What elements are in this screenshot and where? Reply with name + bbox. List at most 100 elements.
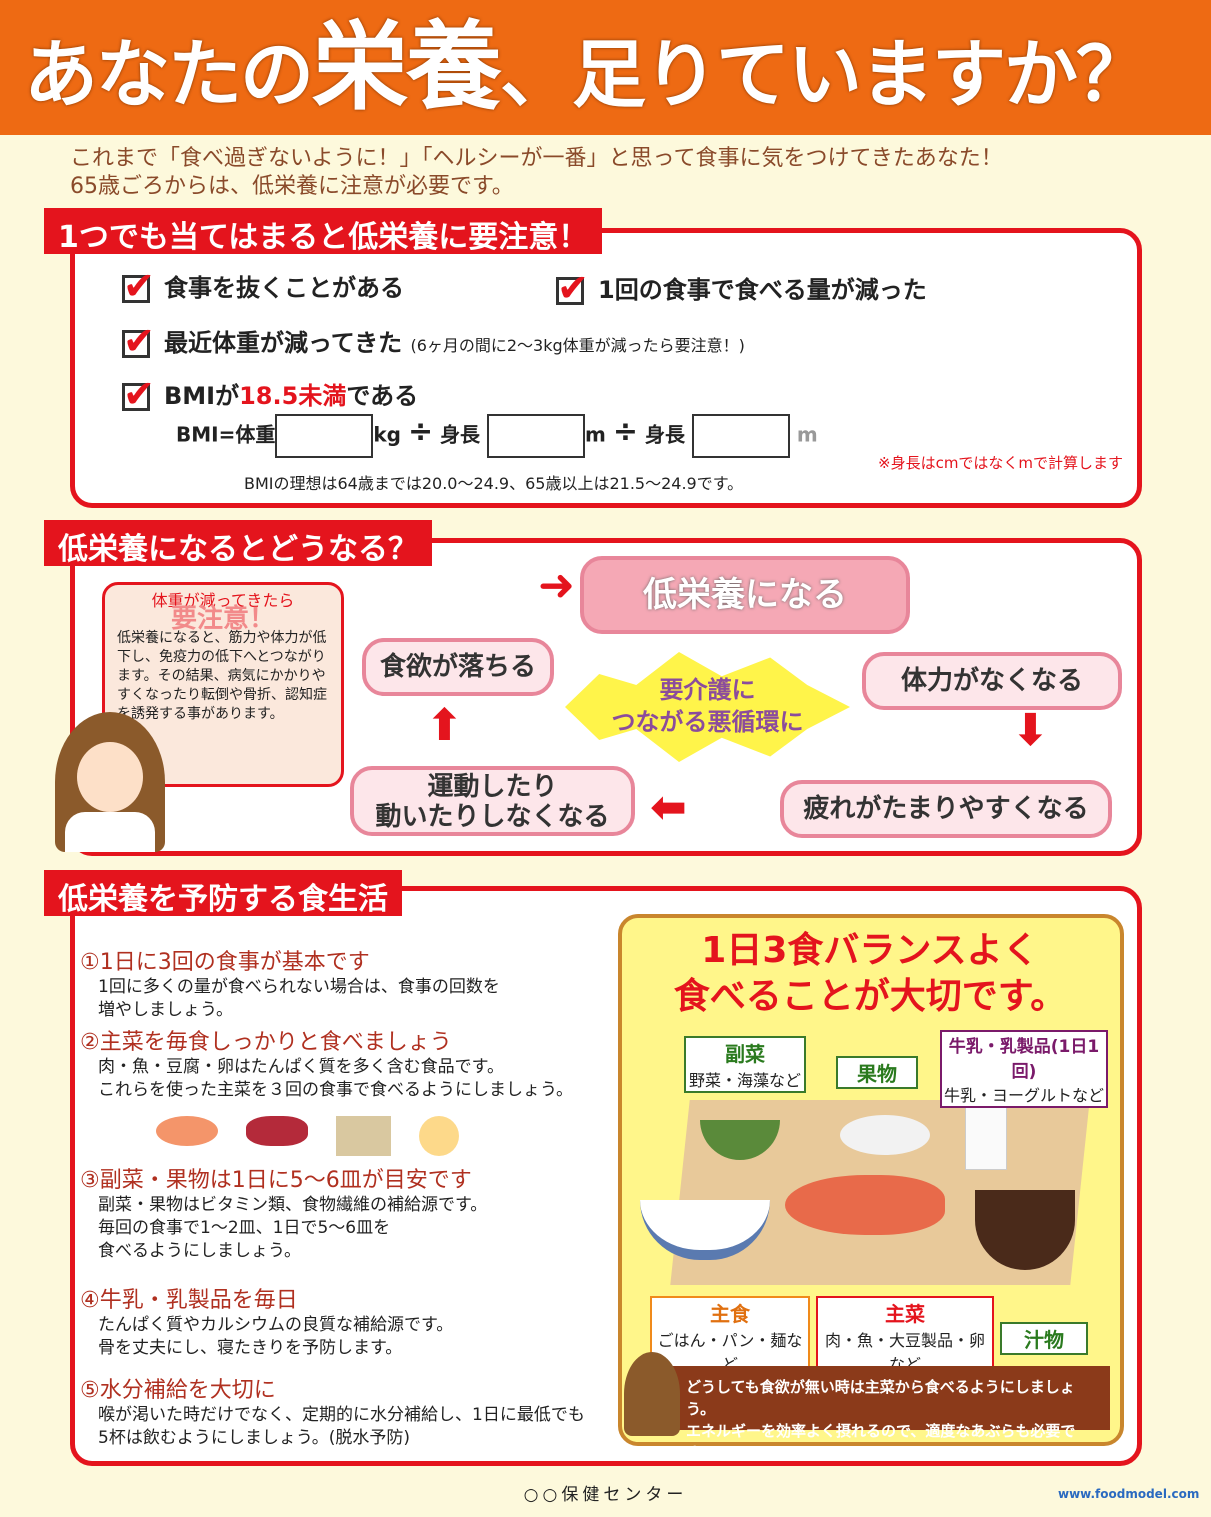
intro-line: これまで「食べ過ぎないように！」「ヘルシーが一番」と思って食事に気をつけてきたあ… [70,146,1003,171]
unit-m: m [585,422,606,447]
salmon [785,1175,945,1235]
tip-item: ⑤水分補給を大切に喉が渇いた時だけでなく、定期的に水分補給し、1日に最低でも 5杯… [80,1372,620,1450]
tip-heading: ②主菜を毎食しっかりと食べましょう [80,1030,452,1055]
tip-text: たんぱく質やカルシウムの良質な補給源です。 [98,1315,454,1335]
tip-item: ④牛乳・乳製品を毎日たんぱく質やカルシウムの良質な補給源です。骨を丈夫にし、寝た… [80,1282,620,1372]
height-input[interactable] [487,414,586,458]
height-label: 身長 [440,422,481,447]
label-heading: 果物 [838,1058,916,1087]
bmi-note: ※身長はcmではなくmで計算します [878,454,1124,472]
label-desc: 牛乳・ヨーグルトなど [943,1086,1104,1105]
check-label: 食事を抜くことがある [164,274,404,302]
title-post: 、足りていますか？ [500,32,1150,118]
appetite-tip: どうしても食欲が無い時は主菜から食べるようにしましょう。エネルギーを効率よく摂れ… [672,1366,1110,1462]
page-title: あなたの栄養、足りていますか？ [0,0,1211,135]
title-line: 1日3食バランスよく [701,930,1039,971]
title-pre: あなたの [24,32,314,118]
bmi-pre: BMIが [164,382,240,410]
arrow-right-icon: ➜ [538,560,575,611]
tip-text: 骨を丈夫にし、寝たきりを予防します。 [98,1338,403,1358]
tip-text: 1回に多くの量が食べられない場合は、食事の回数を [98,977,500,997]
brand-url[interactable]: www.foodmodel.com [1058,1487,1200,1501]
title-line: 食べることが大切です。 [673,976,1067,1017]
unit-m: m [796,422,818,447]
formula-label: BMI=体重 [176,422,276,447]
cycle-step: 疲れがたまりやすくなる [780,780,1112,838]
tip-item: ②主菜を毎食しっかりと食べましょう肉・魚・豆腐・卵はたんぱく質を多く含む食品です… [80,1024,620,1162]
bmi-post: である [346,382,419,410]
bmi-ideal: BMIの理想は64歳までは20.0～24.9、65歳以上は21.5～24.9です… [244,474,744,493]
height-label: 身長 [644,422,685,447]
check-item: BMIが18.5未満である [122,372,419,416]
balance-title: 1日3食バランスよく食べることが大切です。 [640,928,1100,1020]
check-item: 1回の食事で食べる量が減った [556,266,927,310]
warning-text: 低栄養になると、筋力や体力が低下し、免疫力の低下へとつながります。その結果、病気… [117,630,327,722]
tip-heading: ①1日に3回の食事が基本です [80,950,370,975]
section1-panel [70,228,1142,508]
label-heading: 主菜 [818,1298,992,1327]
weight-input[interactable] [275,414,374,458]
weight-note: (6ヶ月の間に2～3kg体重が減ったら要注意！) [410,336,745,355]
arrow-left-icon: ⬅ [650,782,687,833]
intro: これまで「食べ過ぎないように！」「ヘルシーが一番」と思って食事に気をつけてきたあ… [70,145,1003,201]
health-center-label: ○○保健センター [523,1485,688,1505]
divide-sign: ÷ [612,414,638,450]
warning-big: 要注意！ [170,604,275,634]
label-heading: 副菜 [686,1038,804,1067]
warning-box: 体重が減ってきたら 要注意！ 低栄養になると、筋力や体力が低下し、免疫力の低下へ… [102,582,344,787]
tip-text: 食べるようにしましょう。 [98,1241,301,1261]
label-heading: 汁物 [1002,1324,1086,1353]
label-heading: 牛乳・乳製品(1日1回) [942,1032,1106,1082]
bmi-value: 18.5未満 [239,382,347,410]
warning-title: 体重が減ってきたら [151,591,295,610]
milk-glass [965,1105,1007,1170]
height-input[interactable] [691,414,790,458]
burst-line: つながる悪循環に [611,708,804,736]
label-heading: 主食 [652,1298,808,1327]
tip-heading: ⑤水分補給を大切に [80,1378,276,1403]
check-item: 最近体重が減ってきた (6ヶ月の間に2～3kg体重が減ったら要注意！) [122,319,745,363]
check-label: 1回の食事で食べる量が減った [598,276,927,304]
burst-line: 要介護に [659,676,756,704]
label-desc: 野菜・海藻など [688,1071,801,1090]
tip-text: 増やしましょう。 [98,1000,233,1020]
checkbox-icon [122,319,155,363]
checkbox-icon [122,372,155,416]
label-kudamono: 果物 [836,1056,918,1089]
label-shushoku: 主食ごはん・パン・麺など [650,1296,810,1377]
intro-line: 65歳ごろからは、低栄養に注意が必要です。 [70,174,514,199]
cycle-step: 体力がなくなる [862,652,1122,710]
miso-soup [975,1190,1075,1270]
tip-heading: ④牛乳・乳製品を毎日 [80,1288,298,1313]
cycle-step: 運動したり動いたりしなくなる [350,766,635,836]
cycle-step: 食欲が落ちる [362,638,554,696]
tip-text: これらを使った主菜を３回の食事で食べるようにしましょう。 [98,1080,573,1100]
protein-foods-illustration [80,1102,620,1156]
tip-text: 喉が渇いた時だけでなく、定期的に水分補給し、1日に最低でも [98,1405,585,1425]
label-shusai: 主菜肉・魚・大豆製品・卵など [816,1296,994,1377]
label-shiru: 汁物 [1000,1322,1088,1355]
step-line: 動いたりしなくなる [375,802,610,832]
doctor-illustration-small [624,1352,680,1436]
check-label: 最近体重が減ってきた [164,329,403,357]
checkbox-icon [556,266,589,310]
section1-title: 1つでも当てはまると低栄養に要注意！ [44,208,603,255]
tip-text: 副菜・果物はビタミン類、食物繊維の補給源です。 [98,1195,488,1215]
tip-text: 5杯は飲むようにしましょう。(脱水予防) [98,1428,411,1448]
section3-title: 低栄養を予防する食生活 [44,870,402,917]
section2-title: 低栄養になるとどうなる？ [44,520,432,567]
step-line: 運動したり [427,772,558,802]
cycle-center: 低栄養になる [580,556,910,634]
checkbox-icon [122,264,155,308]
arrow-down-icon: ⬇ [1012,705,1049,756]
tip-line: エネルギーを効率よく摂れるので、適度なあぶらも必要です。 [686,1422,1076,1462]
label-milk: 牛乳・乳製品(1日1回) 牛乳・ヨーグルトなど [940,1030,1108,1108]
check-item: 食事を抜くことがある [122,264,404,308]
divide-sign: ÷ [407,414,434,450]
label-fukusai: 副菜野菜・海藻など [684,1036,806,1093]
arrow-up-icon: ⬆ [426,700,463,751]
tip-text: 肉・魚・豆腐・卵はたんぱく質を多く含む食品です。 [98,1057,504,1077]
